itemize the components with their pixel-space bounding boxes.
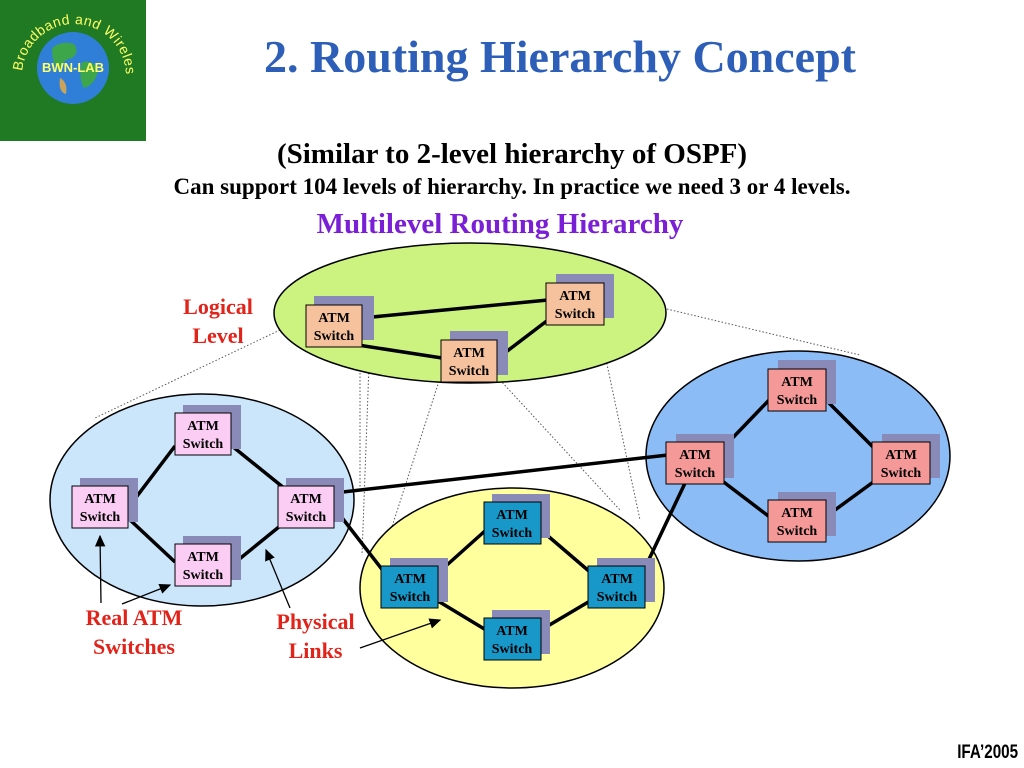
switch-label-atm: ATM: [559, 289, 591, 304]
logo-center-text: BWN-LAB: [42, 60, 104, 75]
annotation-arrows: [94, 534, 442, 649]
switch-label-atm: ATM: [496, 508, 528, 523]
physical-links-line1: Physical: [276, 609, 355, 634]
logical-switch-3: ATM Switch: [440, 331, 508, 383]
switch-label-switch: Switch: [777, 393, 818, 408]
left-switch-right: ATM Switch: [277, 478, 344, 529]
switch-label-switch: Switch: [183, 568, 224, 583]
switch-label-switch: Switch: [449, 364, 490, 379]
switch-label-switch: Switch: [286, 510, 327, 525]
switch-label-atm: ATM: [679, 448, 711, 463]
left-peer-group-ellipse: [49, 393, 355, 607]
switch-label-atm: ATM: [496, 624, 528, 639]
logical-level-line1: Logical: [183, 294, 253, 319]
bottom-switch-right: ATM Switch: [587, 558, 655, 609]
bwn-lab-logo: BWN-LAB Broadband and Wireless Networkin…: [0, 0, 146, 141]
right-switch-right: ATM Switch: [871, 434, 940, 485]
subtitle-levels: Can support 104 levels of hierarchy. In …: [173, 174, 851, 199]
right-switch-left: ATM Switch: [665, 434, 734, 485]
switch-label-switch: Switch: [492, 642, 533, 657]
page-title: 2. Routing Hierarchy Concept: [263, 31, 856, 82]
switch-label-atm: ATM: [885, 448, 917, 463]
logical-level-label: Logical Level: [168, 292, 268, 350]
switch-label-switch: Switch: [492, 526, 533, 541]
switch-label-atm: ATM: [781, 506, 813, 521]
left-switch-bottom: ATM Switch: [174, 536, 241, 587]
left-switch-top: ATM Switch: [174, 405, 241, 456]
switch-label-atm: ATM: [290, 492, 322, 507]
switch-label-atm: ATM: [453, 346, 485, 361]
switch-label-atm: ATM: [84, 492, 116, 507]
switch-label-atm: ATM: [318, 311, 350, 326]
logical-level-line2: Level: [192, 323, 244, 348]
real-atm-switches-line1: Real ATM: [85, 605, 183, 630]
physical-links-label: Physical Links: [258, 607, 373, 665]
bottom-switch-top: ATM Switch: [483, 494, 550, 545]
subtitle-ospf: (Similar to 2-level hierarchy of OSPF): [276, 138, 748, 170]
bottom-peer-group-ellipse: [359, 487, 665, 689]
logical-switch-1: ATM Switch: [305, 296, 374, 348]
diagram-heading: Multilevel Routing Hierarchy: [316, 208, 684, 240]
switch-label-atm: ATM: [187, 419, 219, 434]
switch-label-switch: Switch: [555, 307, 596, 322]
bottom-switch-bottom: ATM Switch: [483, 610, 550, 661]
real-atm-switches-line2: Switches: [93, 634, 175, 659]
switch-label-switch: Switch: [675, 466, 716, 481]
logical-switch-2: ATM Switch: [545, 274, 614, 326]
right-switch-bottom: ATM Switch: [767, 492, 836, 543]
switch-label-atm: ATM: [601, 572, 633, 587]
switch-label-switch: Switch: [597, 590, 638, 605]
switch-label-switch: Switch: [183, 437, 224, 452]
switch-label-switch: Switch: [80, 510, 121, 525]
switch-label-atm: ATM: [781, 375, 813, 390]
switch-label-switch: Switch: [777, 524, 818, 539]
switch-label-atm: ATM: [187, 550, 219, 565]
real-atm-switches-label: Real ATM Switches: [64, 603, 204, 661]
switch-label-switch: Switch: [314, 329, 355, 344]
footer-credit: IFA’2005: [957, 742, 1018, 763]
physical-links-line2: Links: [288, 638, 343, 663]
bottom-switch-left: ATM Switch: [380, 558, 448, 609]
left-switch-left: ATM Switch: [71, 478, 138, 529]
switch-label-atm: ATM: [394, 572, 426, 587]
switch-label-switch: Switch: [390, 590, 431, 605]
right-switch-top: ATM Switch: [767, 360, 836, 412]
switch-label-switch: Switch: [881, 466, 922, 481]
